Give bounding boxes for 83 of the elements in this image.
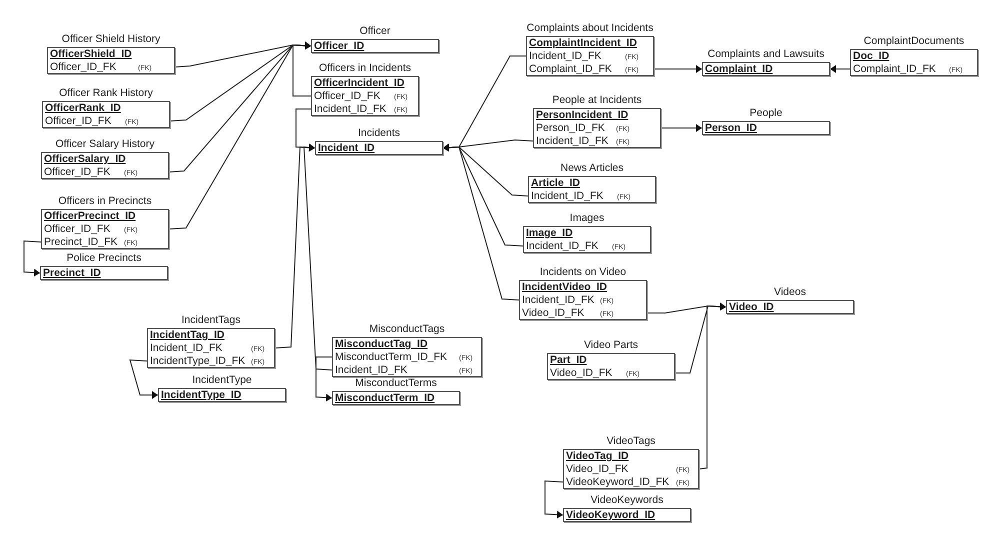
foreign-key-field: VideoKeyword_ID_FK [566,476,670,489]
primary-key-field: PersonIncident_ID [536,109,628,122]
table-title: IncidentTags [180,314,242,327]
relationship-arrow [698,302,726,470]
relationship-arrow [274,144,316,348]
primary-key-field: IncidentTag_ID [150,329,224,342]
primary-key-field: ComplaintIncident_ID [529,37,637,50]
table-title: People [748,107,784,120]
table-title: News Articles [559,162,624,175]
relationship-arrow [830,65,850,73]
primary-key-field: OfficerShield_ID [50,48,132,61]
primary-key-field: IncidentType_ID [161,389,242,402]
foreign-key-field: Incident_ID_FK [335,364,408,377]
foreign-key-field: Person_ID_FK [536,122,605,135]
foreign-key-field: Incident_ID_FK [531,190,604,203]
foreign-key-field: Officer_ID_FK [45,115,112,128]
relationship-arrow [24,240,42,277]
table-title: Videos [773,286,807,299]
relationship-arrow [544,480,564,519]
foreign-key-field: Video_ID_FK [550,367,612,380]
foreign-key-field: Video_ID_FK [566,463,628,476]
primary-key-field: OfficerSalary_ID [44,153,126,166]
relationship-arrow [129,359,158,399]
table-title: Officers in Incidents [318,62,412,75]
primary-key-field: Doc_ID [853,50,890,63]
foreign-key-field: Complaint_ID_FK [853,63,936,76]
primary-key-field: MisconductTag_ID [335,338,428,351]
table-title: Incidents on Video [538,266,628,279]
foreign-key-field: Incident_ID_FK [150,342,222,355]
primary-key-field: VideoKeyword_ID [566,509,656,522]
foreign-key-field: Incident_ID_FK [314,103,386,116]
table-title: Complaints about Incidents [526,22,654,35]
relationship-arrow [292,42,312,96]
table-title: Complaints and Lawsuits [706,48,826,61]
table-title: Officer Shield History [60,33,162,46]
table-title: ComplaintDocuments [862,35,966,48]
foreign-key-field: Officer_ID_FK [44,223,110,236]
foreign-key-field: Officer_ID_FK [314,90,380,103]
foreign-key-field: Complaint_ID_FK [529,63,612,76]
foreign-key-field: Incident_ID_FK [526,240,598,253]
relationship-arrow [442,144,520,300]
table-title: Officer Rank History [58,87,154,100]
primary-key-field: Article_ID [531,177,580,190]
table-title: Officer Salary History [54,138,156,151]
table-title: Officers in Precincts [57,195,153,208]
primary-key-field: Incident_ID [318,142,375,155]
primary-key-field: MisconductTerm_ID [335,392,435,405]
foreign-key-field: Video_ID_FK [522,307,584,320]
table-title: VideoKeywords [590,494,664,507]
relationship-arrow [654,65,702,73]
relationship-arrow [303,143,332,370]
primary-key-field: OfficerIncident_ID [314,77,404,90]
foreign-key-field: Officer_ID_FK [44,166,110,179]
foreign-key-field: IncidentType_ID_FK [150,355,246,368]
primary-key-field: Image_ID [526,227,573,240]
table-title: Video Parts [582,339,640,352]
relationship-arrow [316,356,332,402]
relationship-arrow [660,124,702,132]
foreign-key-field: MisconductTerm_ID_FK [335,351,448,364]
table-title: Incidents [356,127,402,140]
table-title: IncidentType [191,374,253,387]
primary-key-field: VideoTag_ID [566,450,629,463]
foreign-key-field: Incident_ID_FK [522,294,594,307]
foreign-key-field: Officer_ID_FK [50,61,116,74]
foreign-key-field: Incident_ID_FK [529,50,602,63]
primary-key-field: OfficerRank_ID [45,102,121,115]
table-title: Officer [358,25,392,38]
primary-key-field: Officer_ID [314,40,364,53]
foreign-key-field: Precinct_ID_FK [44,236,118,249]
primary-key-field: IncidentVideo_ID [522,281,607,294]
table-title: VideoTags [606,435,656,448]
primary-key-field: OfficerPrecinct_ID [44,210,136,223]
table-title: People at Incidents [551,94,643,107]
primary-key-field: Precinct_ID [43,267,101,280]
table-title: Police Precincts [66,252,142,265]
primary-key-field: Person_ID [705,122,757,135]
table-title: MisconductTerms [354,377,438,390]
primary-key-field: Video_ID [729,301,774,314]
primary-key-field: Complaint_ID [705,63,773,76]
table-title: MisconductTags [368,323,446,336]
foreign-key-field: Incident_ID_FK [536,135,608,148]
table-title: Images [568,212,606,225]
primary-key-field: Part_ID [550,354,587,367]
